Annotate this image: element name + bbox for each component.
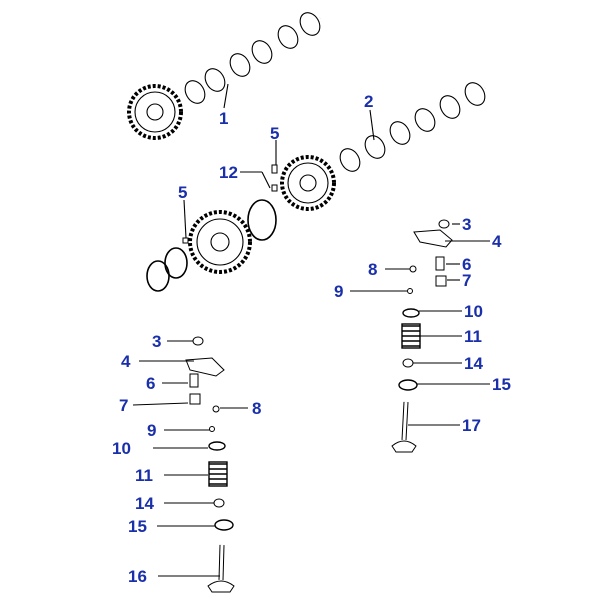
- leader-lines: [132, 83, 490, 577]
- callout-14: 14: [464, 354, 483, 373]
- cam-sprocket: [188, 210, 252, 274]
- callout-4: 4: [492, 232, 502, 251]
- callout-labels: 1 2 5 12 5 3 4 8 6 7 9 10 11 14 15 17 3 …: [112, 92, 511, 586]
- callout-3: 3: [462, 215, 471, 234]
- camshaft-2: [280, 82, 488, 211]
- callout-10: 10: [464, 302, 483, 321]
- callout-9: 9: [334, 282, 343, 301]
- cap: [192, 219, 450, 346]
- callout-6: 6: [146, 374, 155, 393]
- callout-1: 1: [219, 109, 228, 128]
- callout-10: 10: [112, 439, 131, 458]
- callout-7: 7: [119, 396, 128, 415]
- retaining-ring: [247, 199, 277, 241]
- pin: [182, 164, 278, 244]
- callout-2: 2: [364, 92, 373, 111]
- callout-14: 14: [135, 494, 154, 513]
- callout-12: 12: [219, 163, 238, 182]
- lash-adjuster: [189, 256, 447, 405]
- callout-17: 17: [462, 416, 481, 435]
- camshaft-1: [127, 12, 323, 140]
- callout-7: 7: [462, 271, 471, 290]
- seal-rings: [146, 247, 188, 292]
- callout-11: 11: [135, 466, 153, 485]
- callout-16: 16: [128, 567, 147, 586]
- callout-15: 15: [128, 517, 147, 536]
- valve-spring: [208, 323, 421, 487]
- ball: [209, 265, 417, 432]
- valve-16: [207, 544, 235, 593]
- callout-6: 6: [462, 255, 471, 274]
- valve-retainer: [213, 358, 414, 508]
- callout-4: 4: [121, 352, 131, 371]
- callout-15: 15: [492, 375, 511, 394]
- callout-9: 9: [147, 421, 156, 440]
- callout-8: 8: [368, 260, 377, 279]
- rocker-arm: [185, 229, 453, 377]
- callout-3: 3: [152, 332, 161, 351]
- spring-seat: [208, 308, 420, 531]
- callout-8: 8: [252, 399, 261, 418]
- callout-5: 5: [270, 124, 279, 143]
- callout-11: 11: [464, 327, 482, 346]
- callout-5: 5: [178, 183, 187, 202]
- valve-17: [391, 401, 417, 453]
